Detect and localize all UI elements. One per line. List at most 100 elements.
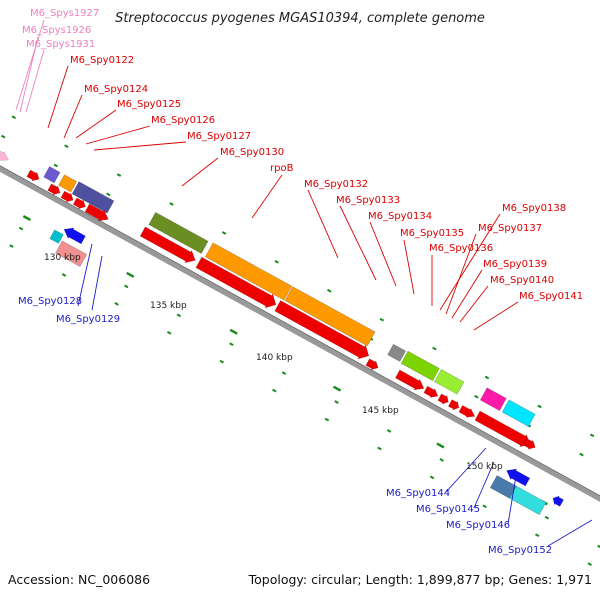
- cds-feature: [506, 468, 531, 487]
- tick-mark: [9, 244, 14, 248]
- cds-box: [479, 387, 507, 412]
- cds-feature: [71, 181, 115, 214]
- gene-label-forward[interactable]: M6_Spy0140: [490, 275, 554, 286]
- cds-box: [400, 350, 440, 382]
- gene-label-rna[interactable]: M6_Spys1927: [30, 8, 99, 19]
- tick-mark: [579, 452, 584, 457]
- leader-line: [93, 141, 187, 151]
- leader-line: [507, 475, 517, 525]
- tick-mark: [484, 375, 490, 380]
- tick-mark: [53, 163, 59, 168]
- cds-feature: [139, 226, 196, 264]
- gene-label-forward[interactable]: M6_Spy0130: [220, 147, 284, 158]
- leader-line: [85, 125, 151, 145]
- gene-label-forward[interactable]: M6_Spy0138: [502, 203, 566, 214]
- cds-feature: [148, 211, 209, 254]
- tick-mark: [597, 544, 600, 549]
- cds-feature: [63, 227, 86, 245]
- rna-gene-feature: [0, 143, 10, 161]
- gene-label-forward[interactable]: M6_Spy0135: [400, 228, 464, 239]
- major-tick-mark: [436, 442, 445, 449]
- cds-feature: [437, 393, 449, 405]
- gene-label-reverse[interactable]: M6_Spy0152: [488, 545, 552, 556]
- tick-mark: [544, 515, 550, 520]
- leader-line: [77, 243, 93, 307]
- map-title: Streptococcus pyogenes MGAS10394, comple…: [115, 11, 485, 26]
- tick-mark: [587, 562, 592, 566]
- cds-feature: [447, 399, 460, 411]
- cds-forward-arrow: [47, 183, 61, 196]
- tick-mark: [589, 433, 595, 438]
- gene-label-forward[interactable]: M6_Spy0139: [483, 259, 547, 270]
- cds-feature: [458, 404, 476, 418]
- leader-line: [439, 213, 501, 311]
- leader-line: [445, 447, 487, 493]
- leader-line: [445, 233, 477, 315]
- gene-label-reverse[interactable]: M6_Spy0144: [386, 488, 450, 499]
- scale-label-145: 145 kbp: [362, 406, 399, 416]
- tick-mark: [219, 359, 224, 364]
- gene-label-forward[interactable]: M6_Spy0134: [368, 211, 432, 222]
- tick-mark: [116, 173, 122, 177]
- cds-forward-arrow: [72, 197, 86, 210]
- gene-label-rna[interactable]: M6_Spys1926: [22, 25, 91, 36]
- gene-label-reverse[interactable]: M6_Spy0145: [416, 504, 480, 515]
- tick-mark: [377, 446, 382, 451]
- scale-label-140: 140 kbp: [256, 353, 293, 363]
- tick-mark: [221, 231, 227, 235]
- gene-label-forward[interactable]: M6_Spy0122: [70, 55, 134, 66]
- cds-feature: [84, 203, 109, 222]
- cds-feature: [26, 169, 40, 182]
- leader-line: [547, 519, 593, 547]
- gene-label-rna[interactable]: M6_Spys1931: [26, 39, 95, 50]
- gene-label-forward[interactable]: M6_Spy0132: [304, 179, 368, 190]
- leader-line: [459, 285, 489, 323]
- cds-forward-arrow: [423, 385, 439, 398]
- leader-line: [75, 109, 117, 139]
- cds-feature: [387, 343, 407, 362]
- leader-line: [451, 269, 483, 319]
- tick-mark: [324, 417, 330, 422]
- cds-forward-arrow: [458, 404, 476, 418]
- gene-label-forward[interactable]: M6_Spy0126: [151, 115, 215, 126]
- tick-mark: [379, 317, 385, 322]
- gene-label-forward[interactable]: M6_Spy0136: [429, 243, 493, 254]
- tick-mark: [474, 394, 479, 399]
- gene-label-reverse[interactable]: M6_Spy0128: [18, 296, 82, 307]
- major-tick-mark: [126, 271, 135, 278]
- tick-mark: [274, 259, 279, 264]
- tick-mark: [386, 429, 392, 433]
- gene-label-forward[interactable]: M6_Spy0127: [187, 131, 251, 142]
- cds-forward-arrow: [84, 203, 109, 222]
- gene-label-reverse[interactable]: M6_Spy0129: [56, 314, 120, 325]
- gene-label-forward[interactable]: M6_Spy0141: [519, 291, 583, 302]
- gene-label-forward[interactable]: rpoB: [270, 163, 294, 174]
- cds-feature: [195, 256, 277, 309]
- cds-feature: [72, 197, 86, 210]
- leader-line: [25, 49, 45, 113]
- gene-label-forward[interactable]: M6_Spy0125: [117, 99, 181, 110]
- cds-box: [43, 166, 61, 184]
- leader-line: [19, 36, 39, 113]
- tick-mark: [429, 475, 435, 480]
- tick-mark: [61, 273, 67, 277]
- leader-line: [251, 174, 283, 219]
- tick-mark: [334, 400, 339, 404]
- gene-label-forward[interactable]: M6_Spy0133: [336, 195, 400, 206]
- scale-label-135: 135 kbp: [150, 301, 187, 311]
- cds-box: [49, 229, 64, 244]
- gene-label-reverse[interactable]: M6_Spy0146: [446, 520, 510, 531]
- major-tick-mark: [22, 214, 31, 222]
- gene-label-forward[interactable]: M6_Spy0137: [478, 223, 542, 234]
- tick-mark: [537, 404, 542, 409]
- tick-mark: [176, 313, 182, 318]
- cds-feature: [49, 229, 64, 244]
- cds-feature: [274, 300, 370, 360]
- tick-mark: [327, 288, 332, 293]
- gene-label-forward[interactable]: M6_Spy0124: [84, 84, 148, 95]
- genome-axis: [0, 165, 600, 502]
- tick-mark: [272, 388, 277, 393]
- major-tick-mark: [229, 328, 238, 335]
- rna-gene-forward-arrow: [0, 143, 10, 161]
- leader-line: [63, 94, 83, 139]
